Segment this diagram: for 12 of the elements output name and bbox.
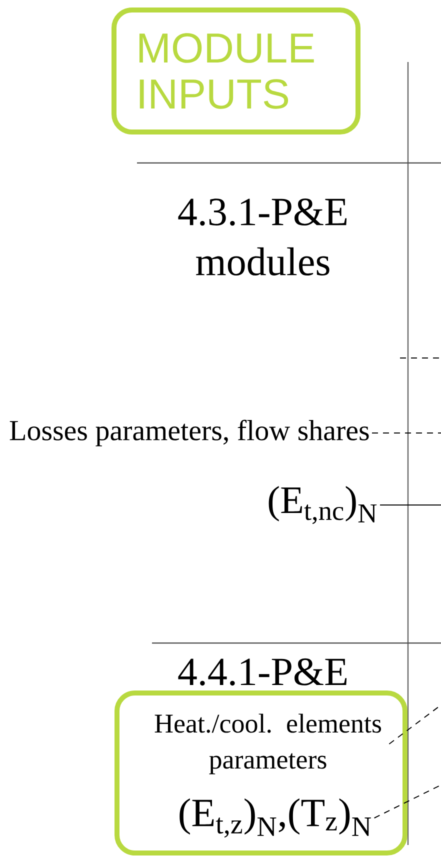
title-box: MODULE INPUTS bbox=[112, 8, 360, 134]
connector-line bbox=[388, 704, 441, 744]
input-label: Heat./cool. elements parameters bbox=[154, 714, 382, 774]
connector-line bbox=[374, 784, 441, 818]
section-heading: 4.3.1-P&E modules bbox=[178, 198, 347, 276]
input-label: Losses parameters, flow shares bbox=[10, 420, 369, 446]
connector-line bbox=[380, 504, 441, 506]
input-label: (E$_{t,z}$)$_{N}$,(T$_{z}$)$_{N}$ bbox=[180, 798, 371, 838]
connector-line bbox=[372, 432, 441, 434]
input-label: (E$_{t,nc}$)$_{N}$ bbox=[268, 486, 377, 524]
section-heading: 4.4.1-P&E bbox=[178, 658, 347, 686]
highlight-box bbox=[114, 690, 408, 856]
